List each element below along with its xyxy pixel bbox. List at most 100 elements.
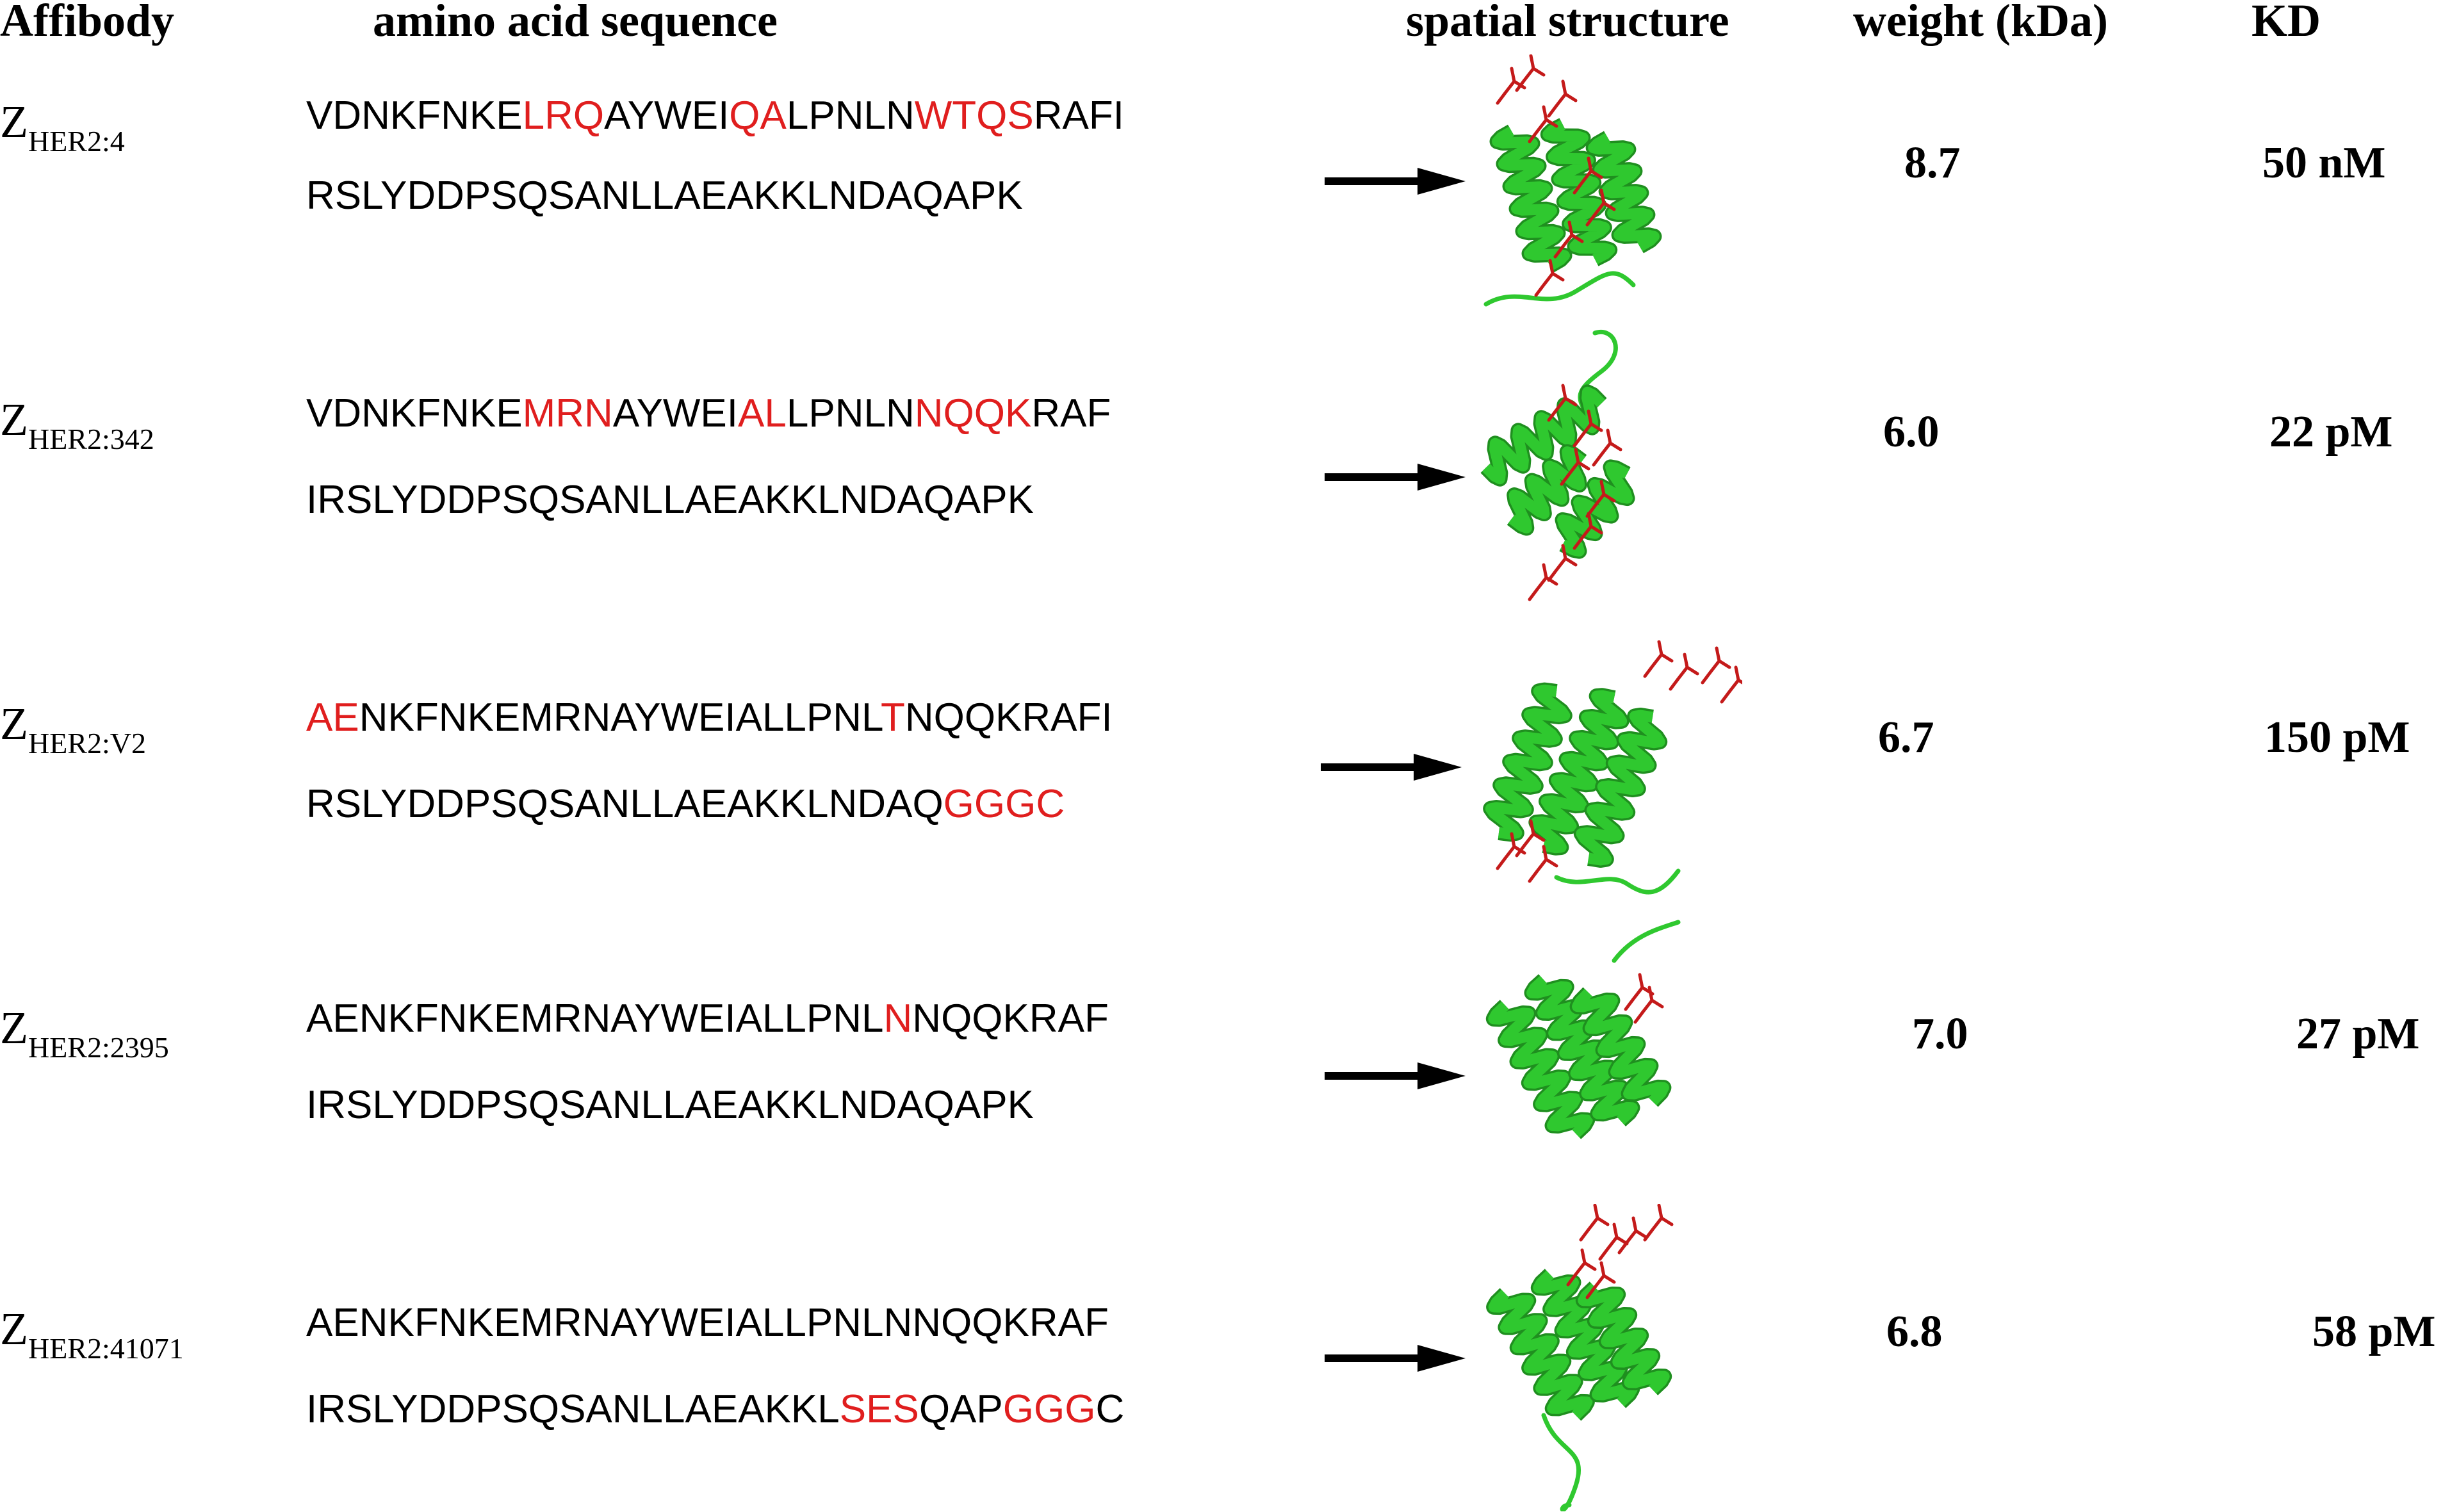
sequence-line-1: AENKFNKEMRNAYWEIALLPNLNNQQKRAF xyxy=(306,1300,1109,1346)
side-chain xyxy=(1585,1261,1616,1299)
affibody-name: ZHER2:2395 xyxy=(0,1002,169,1064)
mutated-residues: GGG xyxy=(1002,1387,1096,1431)
side-chain xyxy=(1573,409,1603,448)
arrow-icon xyxy=(1325,464,1466,491)
side-chain xyxy=(1598,1223,1629,1261)
kd-value: 22 pM xyxy=(2269,407,2393,457)
weight-value: 8.7 xyxy=(1904,138,1961,188)
sequence-line-2: IRSLYDDPSQSANLLAEAKKLNDAQAPK xyxy=(306,477,1034,523)
sequence-line-1: AENKFNKEMRNAYWEIALLPNLTNQQKRAFI xyxy=(306,695,1113,741)
affibody-name-sub: HER2:2395 xyxy=(28,1031,169,1064)
residues: AENKFNKEMRNAYWEIALLPNL xyxy=(306,996,884,1041)
side-chain xyxy=(1643,640,1674,678)
sequence-line-2: IRSLYDDPSQSANLLAEAKKLNDAQAPK xyxy=(306,1082,1034,1128)
residues: LPNLN xyxy=(786,391,915,435)
side-chain xyxy=(1633,986,1664,1024)
protein-structure-zher2-342 xyxy=(1480,330,1635,601)
residues: IRSLYDDPSQSANLLAEAKKLNDAQAPK xyxy=(306,1083,1034,1127)
coil-loop xyxy=(1483,271,1636,307)
mutated-residues: GGGC xyxy=(943,782,1065,826)
weight-value: 6.0 xyxy=(1883,407,1940,457)
alpha-helix xyxy=(1588,133,1660,252)
sequence-line-2: RSLYDDPSQSANLLAEAKKLNDAQAPK xyxy=(306,173,1023,219)
affibody-name-main: Z xyxy=(0,394,28,445)
side-chain xyxy=(1720,665,1742,704)
side-chain xyxy=(1701,646,1731,685)
affibody-name-main: Z xyxy=(0,96,28,147)
kd-value: 50 nM xyxy=(2262,138,2386,188)
alpha-helix xyxy=(1572,989,1669,1105)
side-chain xyxy=(1579,1204,1610,1242)
affibody-name: ZHER2:41071 xyxy=(0,1303,184,1365)
residues: RSLYDDPSQSANLLAEAKKLNDAQAPK xyxy=(306,174,1023,218)
side-chain xyxy=(1566,1248,1597,1287)
side-chain xyxy=(1669,653,1699,691)
sequence-line-1: VDNKFNKELRQAYWEIQALPNLNWTQSRAFI xyxy=(306,93,1124,139)
residues: NKFNKEMRNAYWEIALLPNL xyxy=(359,695,881,740)
arrow-icon xyxy=(1325,1062,1466,1089)
affibody-name-sub: HER2:V2 xyxy=(28,727,146,760)
residues: C xyxy=(1095,1387,1125,1431)
residues: IRSLYDDPSQSANLLAEAKKL xyxy=(306,1387,840,1431)
header-sequence: amino acid sequence xyxy=(373,0,778,46)
side-chain xyxy=(1592,428,1622,467)
residues: RAF xyxy=(1031,391,1111,435)
residues: IRSLYDDPSQSANLLAEAKKLNDAQAPK xyxy=(306,478,1034,522)
coil-loop xyxy=(1554,868,1681,895)
affibody-name-main: Z xyxy=(0,1303,28,1354)
side-chain xyxy=(1528,845,1558,883)
sequence-line-2: RSLYDDPSQSANLLAEAKKLNDAQGGGC xyxy=(306,781,1065,827)
residues: RAFI xyxy=(1033,93,1124,138)
residues: AYWEI xyxy=(612,391,739,435)
coil-loop xyxy=(1612,920,1681,963)
mutated-residues: SES xyxy=(839,1387,919,1431)
residues: AYWEI xyxy=(604,93,730,138)
affibody-name-sub: HER2:41071 xyxy=(28,1332,184,1365)
side-chain xyxy=(1573,156,1603,195)
alpha-helix xyxy=(1485,685,1571,840)
side-chain xyxy=(1585,188,1616,227)
alpha-helix xyxy=(1488,1289,1593,1420)
arrow-icon xyxy=(1321,754,1462,781)
alpha-helix xyxy=(1488,1001,1593,1138)
residues: LPNLN xyxy=(786,93,915,138)
side-chain xyxy=(1528,563,1558,601)
residues: NQQKRAF xyxy=(912,996,1109,1041)
residues: VDNKFNKE xyxy=(306,391,523,435)
side-chain xyxy=(1496,832,1526,870)
alpha-helix xyxy=(1542,120,1615,264)
side-chain xyxy=(1643,1204,1674,1242)
residues: QAP xyxy=(919,1387,1003,1431)
alpha-helix xyxy=(1492,126,1570,271)
side-chain xyxy=(1617,1216,1648,1255)
side-chain xyxy=(1573,512,1603,550)
header-structure: spatial structure xyxy=(1406,0,1729,46)
protein-structure-zher2-41071 xyxy=(1486,1204,1674,1511)
mutated-residues: QA xyxy=(729,93,787,138)
mutated-residues: T xyxy=(880,695,905,740)
mutated-residues: N xyxy=(883,996,913,1041)
header-kd: KD xyxy=(2251,0,2321,46)
affibody-name: ZHER2:342 xyxy=(0,394,154,455)
header-affibody: Affibody xyxy=(0,0,175,46)
side-chain xyxy=(1534,259,1565,297)
alpha-helix xyxy=(1508,446,1586,533)
alpha-helix xyxy=(1526,975,1638,1125)
alpha-helix xyxy=(1533,1270,1638,1407)
affibody-name-main: Z xyxy=(0,1002,28,1053)
side-chain xyxy=(1547,79,1578,118)
weight-value: 6.8 xyxy=(1886,1307,1943,1356)
mutated-residues: NQQK xyxy=(914,391,1032,435)
side-chain xyxy=(1528,105,1558,143)
residues: NQQKRAFI xyxy=(904,695,1113,740)
mutated-residues: AL xyxy=(738,391,787,435)
side-chain xyxy=(1553,220,1584,259)
coil-loop xyxy=(1541,1413,1581,1511)
protein-structure-zher2-v2 xyxy=(1483,640,1742,895)
residues: AENKFNKEMRNAYWEIALLPNLNNQQKRAF xyxy=(306,1301,1109,1345)
side-chain xyxy=(1547,384,1578,422)
alpha-helix xyxy=(1557,461,1633,557)
affibody-name-sub: HER2:4 xyxy=(28,125,125,158)
side-chain xyxy=(1560,448,1590,486)
protein-structure-zher2-2395 xyxy=(1485,920,1681,1139)
